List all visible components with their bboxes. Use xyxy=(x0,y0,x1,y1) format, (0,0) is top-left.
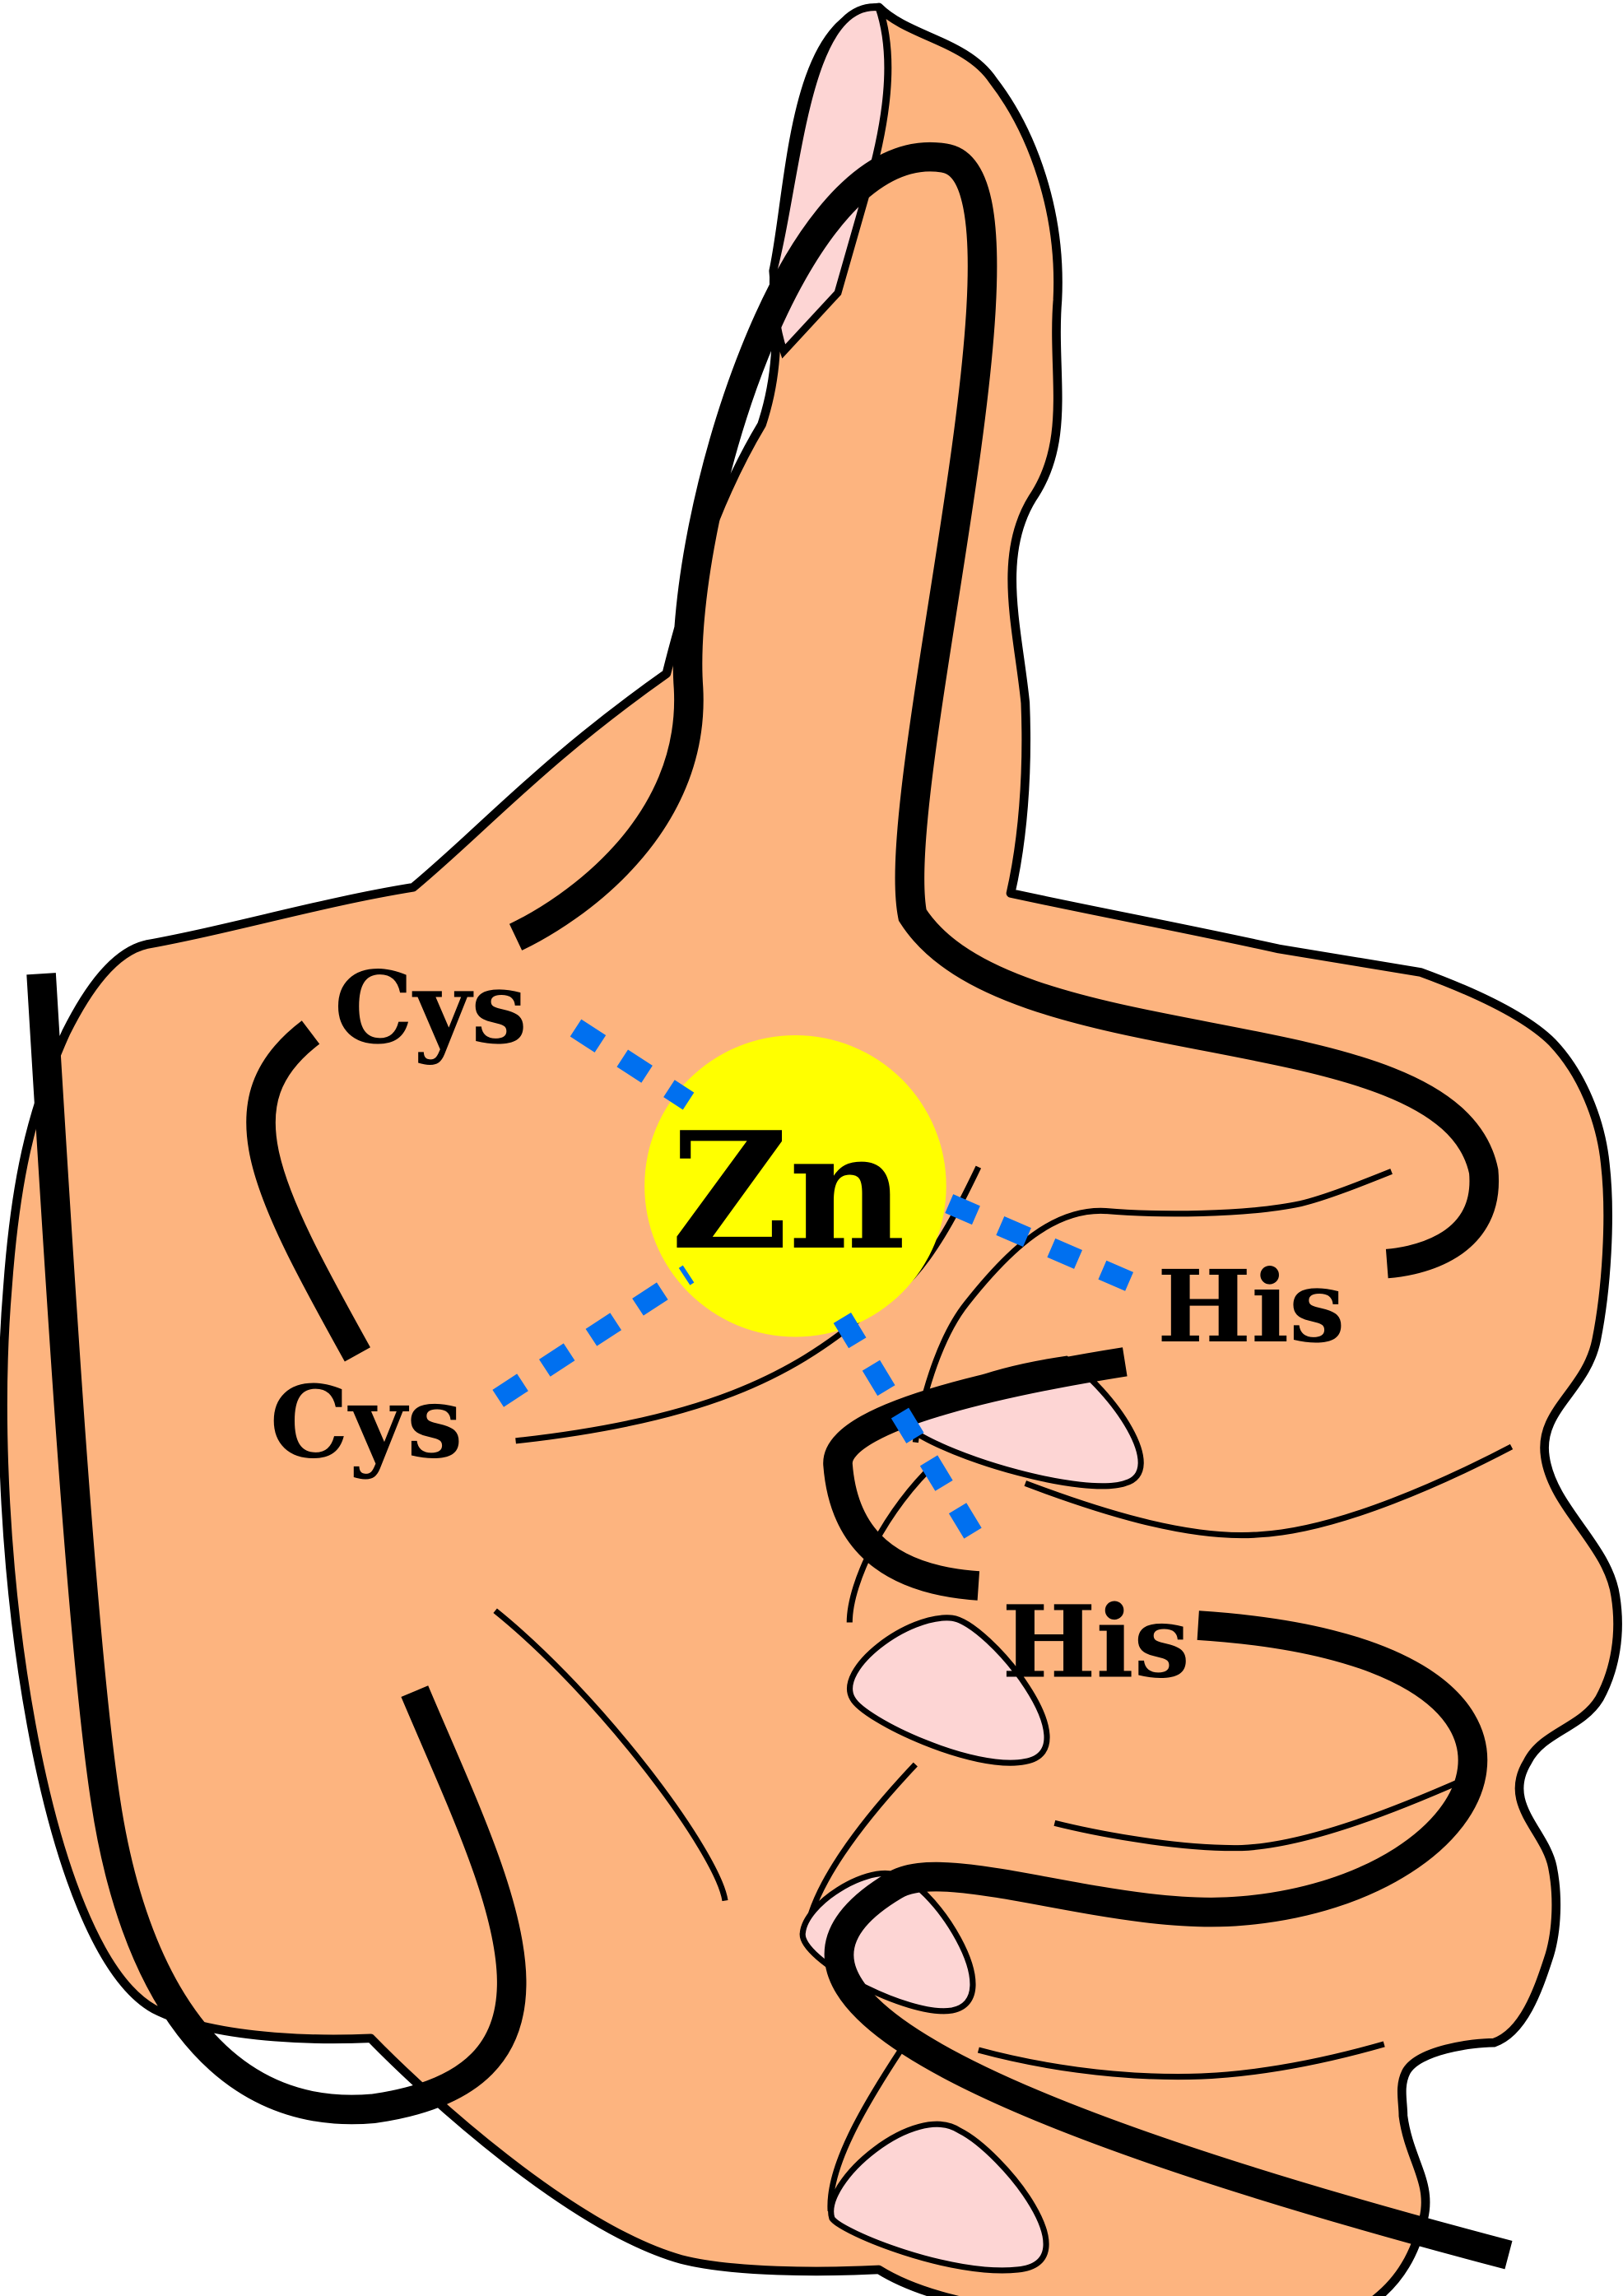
label-cys-bottom: Cys xyxy=(270,1363,463,1480)
label-his-top: His xyxy=(1157,1248,1345,1365)
bond-his-top xyxy=(945,1194,1150,1299)
label-cys-top: Cys xyxy=(334,949,528,1067)
coordination-bonds xyxy=(492,1019,1150,1558)
bond-cys-bottom xyxy=(492,1265,695,1407)
bond-cys-top xyxy=(570,1019,695,1110)
protein-backbone xyxy=(26,142,1513,2270)
fingernail xyxy=(828,2121,1049,2274)
zinc-ion xyxy=(644,1034,946,1337)
label-zn: Zn xyxy=(671,1097,905,1286)
label-his-bottom: His xyxy=(1002,1583,1189,1700)
fingernail xyxy=(847,1615,1050,1766)
bond-his-bottom xyxy=(833,1312,993,1558)
